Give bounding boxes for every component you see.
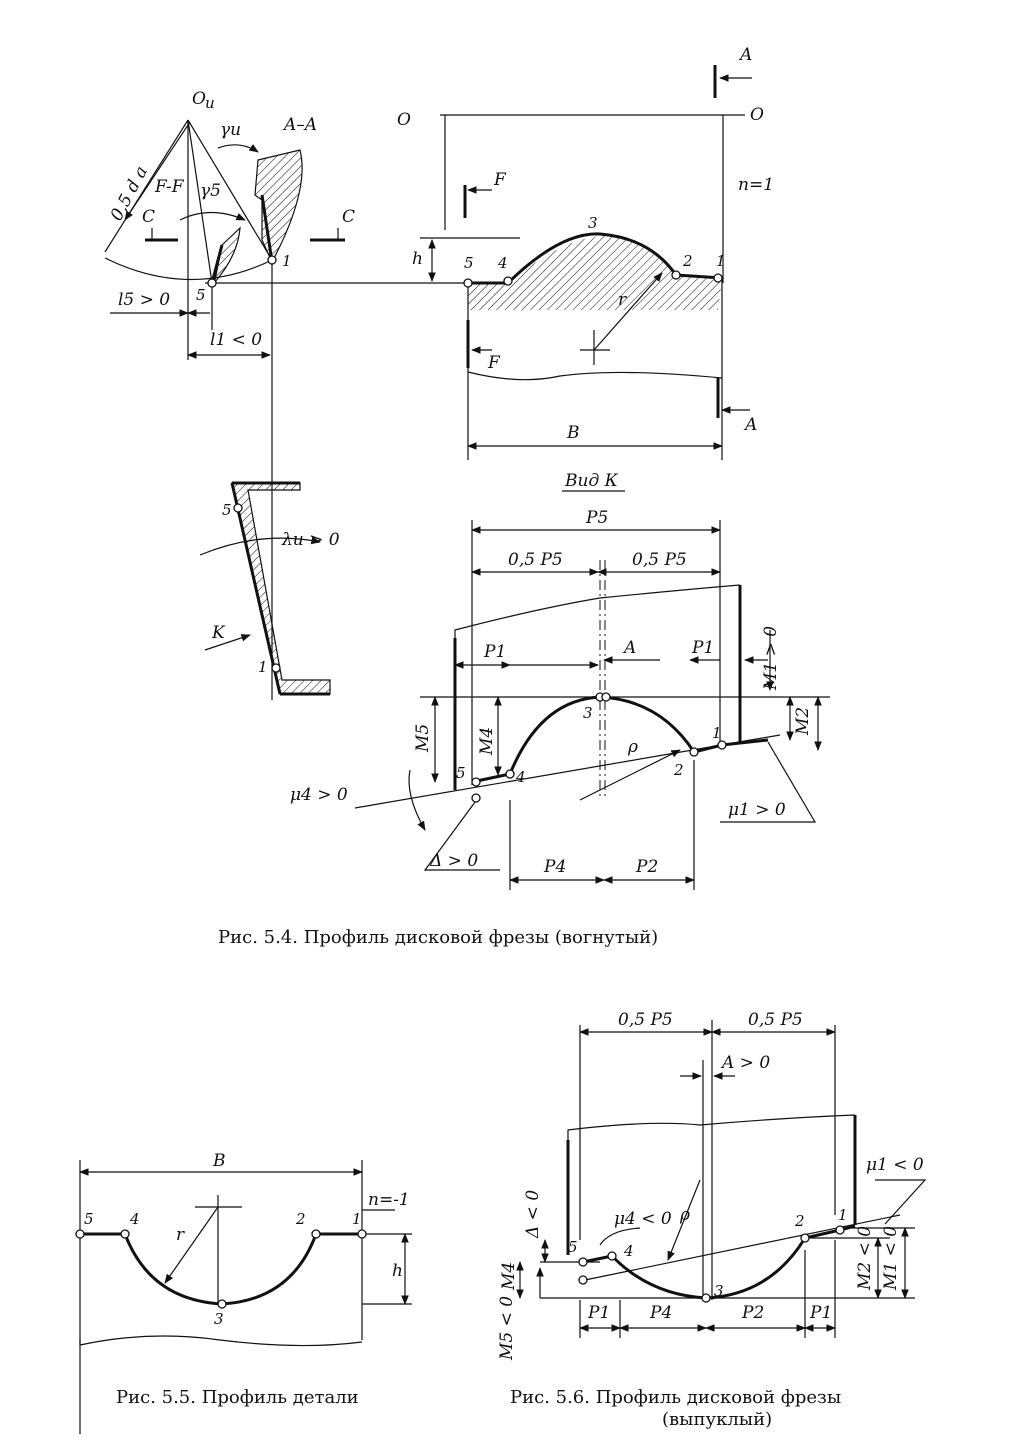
point-label: 1 — [282, 252, 292, 270]
point-label: 5 — [222, 501, 232, 519]
figure-5-5: B n=-1 r h 1 2 3 4 5 Рис. 5.5. Профиль д… — [75, 1151, 412, 1438]
caption-fig-5-6-line1: Рис. 5.6. Профиль дисковой фрезы — [510, 1387, 841, 1408]
label-p1-left: P1 — [483, 642, 506, 662]
point-label: 2 — [794, 1212, 805, 1230]
point-label: 5 — [196, 286, 206, 304]
section-aa-view: O u A–A F-F γu γ5 0,5 d a C C l5 > 0 l1 … — [104, 89, 468, 700]
point-label: 1 — [352, 1210, 362, 1228]
label-half-p5-right: 0,5 P5 — [748, 1010, 803, 1030]
label-lambda: λu > 0 — [281, 530, 340, 550]
label-c-left: C — [142, 207, 155, 227]
point-label: 1 — [712, 724, 722, 742]
point-label: 3 — [588, 214, 598, 232]
label-p4: P4 — [649, 1303, 672, 1323]
label-k: K — [211, 623, 226, 643]
label-mu4: μ4 < 0 — [614, 1209, 672, 1229]
label-section-aa: A–A — [282, 115, 317, 135]
point-label: 5 — [84, 1210, 94, 1228]
caption-fig-5-4: Рис. 5.4. Профиль дисковой фрезы (вогнут… — [218, 927, 658, 948]
label-a-mid: A — [622, 638, 636, 658]
label-ou-sub: u — [205, 94, 215, 112]
label-delta: Δ < 0 — [523, 1190, 543, 1239]
label-mu4: μ4 > 0 — [290, 785, 348, 805]
label-mu1: μ1 < 0 — [866, 1155, 924, 1175]
point-label: 2 — [682, 252, 693, 270]
label-m5: M5 < 0 — [497, 1296, 517, 1361]
label-p5: P5 — [585, 508, 608, 528]
point-label: 4 — [129, 1210, 140, 1228]
label-b: B — [566, 423, 580, 443]
label-half-p5-left: 0,5 P5 — [508, 550, 563, 570]
point-label: 3 — [583, 704, 593, 722]
label-p1-right: P1 — [691, 638, 714, 658]
label-half-p5-left: 0,5 P5 — [618, 1010, 673, 1030]
label-p1-left: P1 — [587, 1303, 610, 1323]
caption-fig-5-5: Рис. 5.5. Профиль детали — [116, 1387, 359, 1408]
label-ou-left: O — [397, 110, 411, 130]
cutter-profile-view: O O A A F F n=1 h r B Вид К 1 2 3 4 5 — [397, 45, 774, 492]
side-view-lambda: 5 1 λu > 0 K — [199, 481, 340, 696]
label-m2: M2 — [793, 707, 813, 736]
label-half-p5-right: 0,5 P5 — [632, 550, 687, 570]
label-f-top: F — [493, 170, 507, 190]
label-p4: P4 — [543, 857, 566, 877]
point-label: 4 — [515, 768, 526, 786]
label-view-k: Вид К — [564, 471, 619, 491]
label-p2: P2 — [741, 1303, 764, 1323]
label-p1-right: P1 — [809, 1303, 832, 1323]
label-a: A > 0 — [720, 1053, 770, 1073]
label-m5: M5 — [413, 724, 433, 753]
label-a-bottom: A — [743, 415, 757, 435]
label-ou-right: O — [750, 105, 764, 125]
point-label: 3 — [714, 1282, 724, 1300]
label-n: n=-1 — [368, 1190, 410, 1210]
label-a-top: A — [738, 45, 752, 65]
label-m1: M1 > 0 — [761, 626, 781, 691]
point-label: 5 — [568, 1238, 578, 1256]
label-c-right: C — [342, 207, 355, 227]
label-m1: M1 < 0 — [881, 1226, 901, 1291]
figure-5-4: O u A–A F-F γu γ5 0,5 d a C C l5 > 0 l1 … — [104, 45, 830, 948]
point-label: 5 — [464, 254, 474, 272]
label-b: B — [212, 1151, 226, 1171]
label-h: h — [412, 249, 423, 269]
point-label: 1 — [258, 658, 268, 676]
point-label: 2 — [295, 1210, 306, 1228]
label-delta: Δ > 0 — [429, 851, 478, 871]
label-gamma-u: γu — [220, 120, 241, 140]
label-m2: M2 < 0 — [855, 1226, 875, 1291]
label-r: r — [176, 1225, 185, 1245]
point-label: 5 — [456, 764, 466, 782]
label-rho: ρ — [627, 737, 638, 757]
point-label: 3 — [214, 1310, 224, 1328]
point-label: 1 — [838, 1206, 848, 1224]
label-l1: l1 < 0 — [210, 330, 262, 350]
point-label: 4 — [623, 1242, 634, 1260]
label-gamma-5: γ5 — [200, 181, 221, 201]
point-label: 4 — [497, 254, 508, 272]
label-m4: M4 — [499, 1262, 519, 1291]
view-k-profile: P5 0,5 P5 0,5 P5 P1 A P1 M1 > 0 M2 M4 M5… — [290, 508, 830, 890]
label-section-ff: F-F — [154, 177, 185, 197]
label-r: r — [618, 290, 627, 310]
figure-5-6: 0,5 P5 0,5 P5 A > 0 μ1 < 0 μ4 < 0 Δ < 0 … — [497, 1010, 927, 1430]
label-h: h — [392, 1261, 403, 1281]
label-p2: P2 — [635, 857, 658, 877]
label-mu1: μ1 > 0 — [728, 800, 786, 820]
label-l5: l5 > 0 — [118, 290, 170, 310]
label-f-bottom: F — [487, 353, 501, 373]
label-n: n=1 — [738, 175, 774, 195]
caption-fig-5-6-line2: (выпуклый) — [662, 1409, 772, 1430]
label-ou: O — [192, 89, 206, 109]
label-m4: M4 — [477, 727, 497, 756]
point-label: 1 — [716, 252, 726, 270]
label-rho: ρ — [679, 1205, 690, 1225]
point-label: 2 — [673, 761, 684, 779]
